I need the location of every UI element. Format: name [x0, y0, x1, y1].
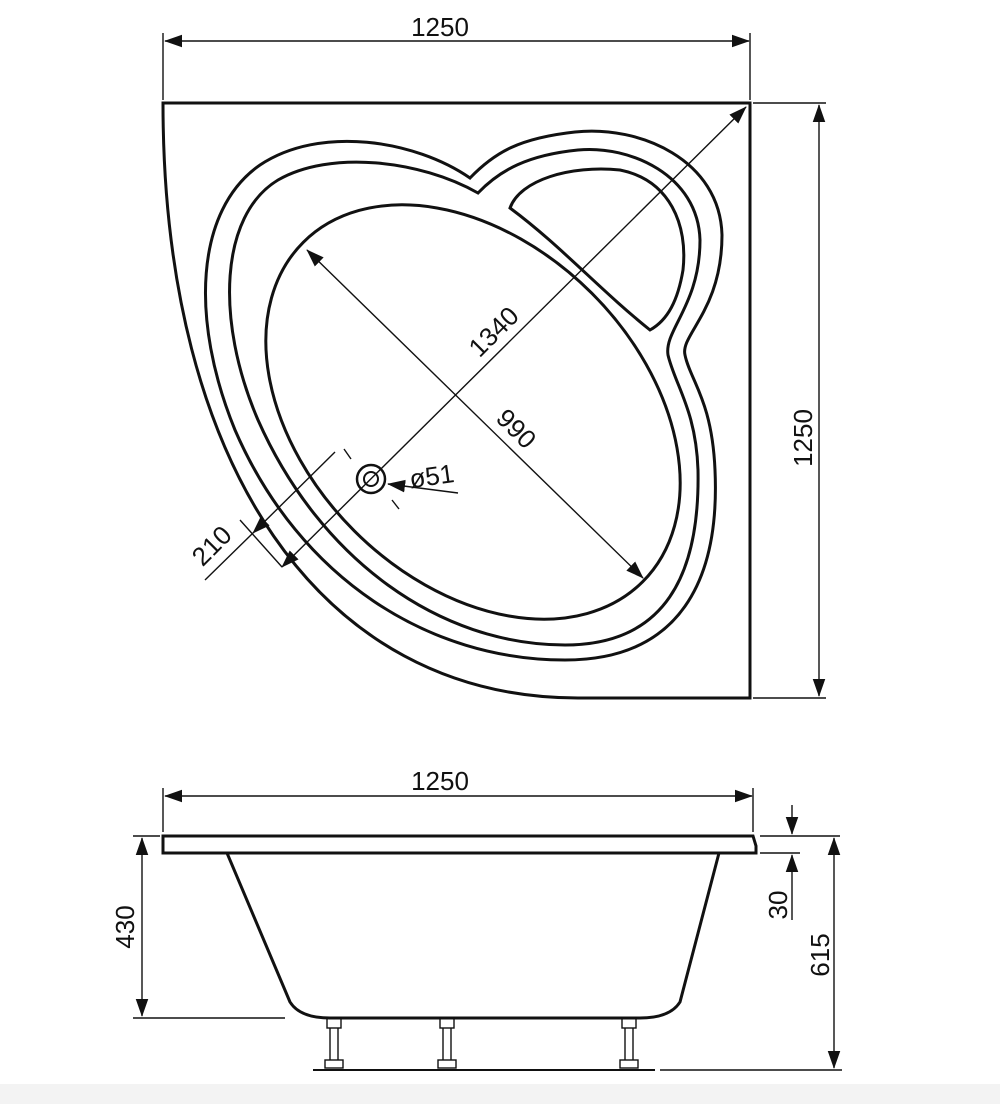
top-height-label: 1250 [788, 409, 818, 467]
bottom-band [0, 1084, 1000, 1104]
depth-label: 430 [110, 905, 140, 948]
rim-label: 210 [186, 520, 238, 572]
drain-leader-line [387, 479, 459, 494]
leg-center [437, 1017, 457, 1069]
side-view: 1250 430 30 615 [110, 766, 842, 1071]
leg-left [324, 1017, 344, 1069]
drain-label: ø51 [407, 458, 456, 494]
rim-thickness-label: 30 [763, 891, 793, 920]
top-width-label: 1250 [411, 12, 469, 42]
top-view: 1250 1250 1340 990 210 ø51 [161, 12, 826, 700]
side-width-label: 1250 [411, 766, 469, 796]
diagonal-label: 1340 [463, 301, 525, 363]
basin-dimension-line [306, 249, 644, 579]
tub-body [225, 852, 721, 1020]
leg-right [619, 1017, 639, 1069]
diagonal-dimension-line [281, 106, 747, 568]
basin-label: 990 [490, 403, 542, 455]
rim-dimension-line [252, 451, 336, 534]
rim-leader-line [204, 532, 254, 581]
rim-extension-line [239, 519, 283, 568]
total-height-label: 615 [805, 933, 835, 976]
rim-plate [161, 834, 758, 855]
